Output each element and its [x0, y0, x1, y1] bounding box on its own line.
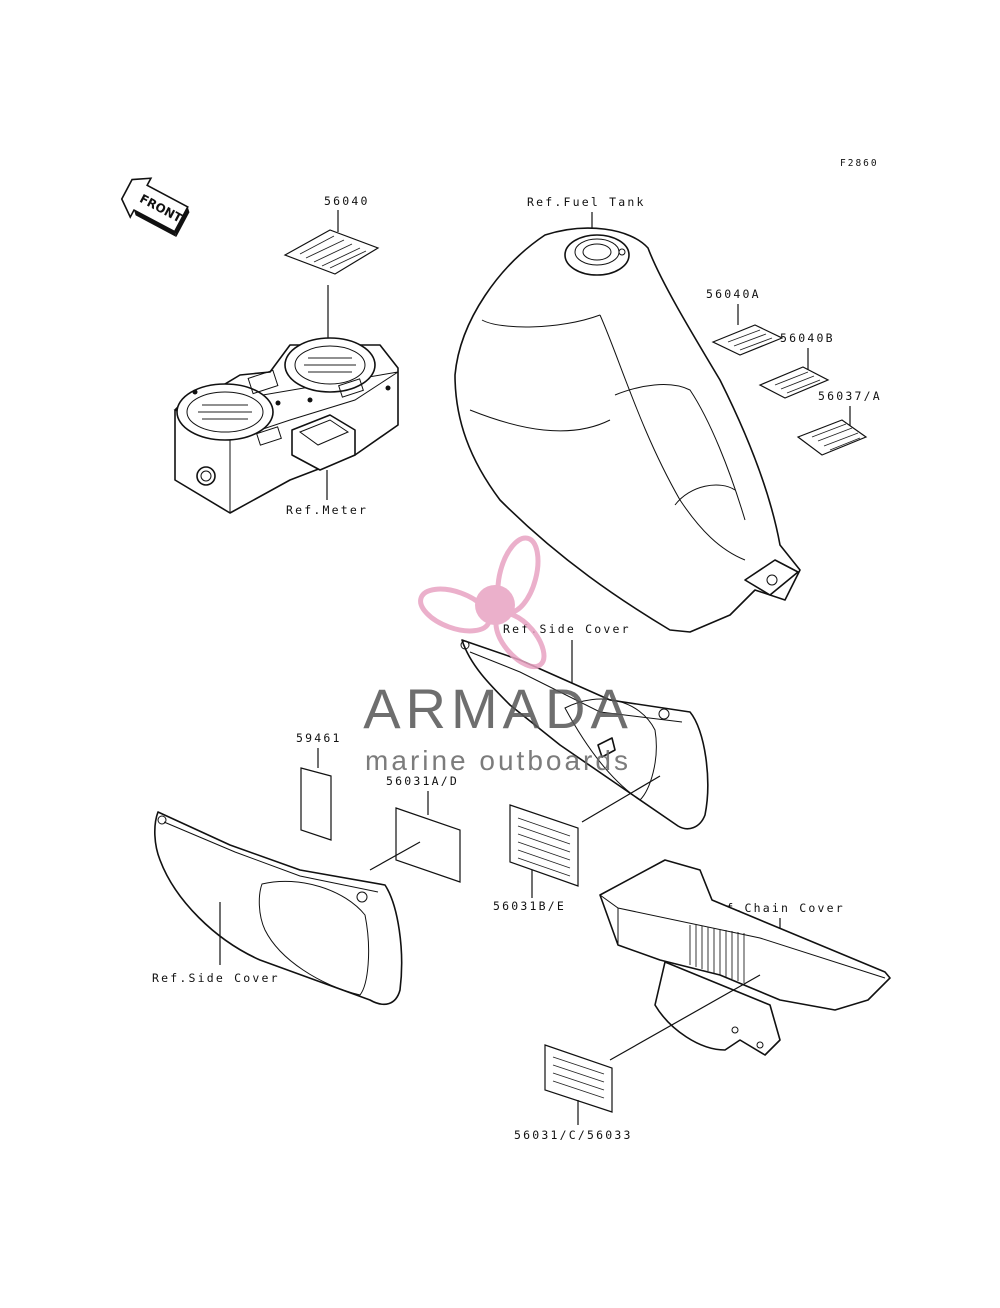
decal-56031ad — [395, 807, 461, 883]
propeller-logo-icon — [418, 535, 547, 670]
leader-line — [369, 841, 421, 871]
decal-56040b — [758, 366, 830, 399]
decal-56040a — [711, 324, 784, 356]
label-56040b: 56040B — [780, 331, 835, 345]
decal-56031be — [509, 804, 579, 887]
figure-code: F2860 — [840, 158, 879, 169]
leader-line — [581, 775, 661, 823]
label-56031be: 56031B/E — [493, 899, 566, 913]
label-ref-side-cover-right: Ref.Side Cover — [503, 622, 631, 636]
fuel-tank: Ref.Fuel Tank — [454, 195, 801, 633]
chain-cover: Ref.Chain Cover 56031/C/56 — [514, 859, 891, 1142]
front-arrow-icon: FRONT — [120, 177, 190, 238]
label-ref-meter: Ref.Meter — [286, 503, 368, 517]
decal-56031c-56033 — [544, 1044, 613, 1113]
armada-watermark: ARMADA marine outboards — [363, 535, 633, 776]
decal-59461 — [300, 767, 332, 841]
label-56040: 56040 — [324, 194, 370, 208]
label-56031ad: 56031A/D — [386, 774, 459, 788]
meter-assembly: 56040 — [173, 194, 399, 517]
decal-56037a — [796, 419, 868, 456]
label-ref-side-cover-left: Ref.Side Cover — [152, 971, 280, 985]
leader-line — [609, 974, 761, 1061]
right-side-cover: Ref.Side Cover — [460, 622, 709, 830]
chain-cover-ribs — [689, 925, 745, 983]
watermark-tagline: marine outboards — [365, 745, 631, 776]
label-56037a: 56037/A — [818, 389, 882, 403]
label-59461: 59461 — [296, 731, 342, 745]
label-56040a: 56040A — [706, 287, 761, 301]
side-cover-decals: 59461 56031A/D 56031B/E — [296, 731, 579, 913]
watermark-brand: ARMADA — [363, 677, 633, 740]
decal-56040 — [283, 229, 380, 275]
label-56031c-56033: 56031/C/56033 — [514, 1128, 633, 1142]
left-side-cover: Ref.Side Cover — [152, 811, 403, 1006]
tank-decals: 56040A 56040B 56037/A — [706, 287, 882, 456]
label-ref-fuel-tank: Ref.Fuel Tank — [527, 195, 646, 209]
